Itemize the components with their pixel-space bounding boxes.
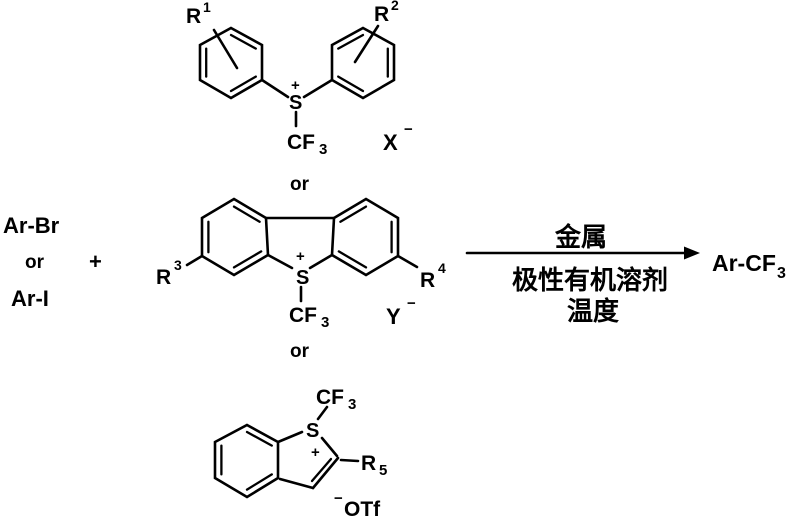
double-bond-inner <box>337 75 365 93</box>
r1-label: R <box>186 5 201 28</box>
benzothiophenium-structure: CF 3 S + R 5 − OTf <box>213 386 387 521</box>
r1-superscript: 1 <box>203 0 211 15</box>
or-separator-2: or <box>290 341 310 362</box>
r2-attachment-bond <box>353 24 380 64</box>
sulfur-c2-bond <box>320 436 339 458</box>
r2-label: R <box>374 3 389 26</box>
condition-above-arrow: 金属 <box>554 222 607 252</box>
or-separator-1: or <box>290 174 310 195</box>
triflate-minus: − <box>334 490 343 507</box>
r5-label: R <box>361 452 376 475</box>
r5-subscript: 5 <box>379 462 387 479</box>
r3-label: R <box>156 266 171 289</box>
product-label: Ar-CF <box>712 250 776 276</box>
charge-plus: + <box>296 248 305 265</box>
c3-ring-bond <box>278 477 315 490</box>
ring-sulfur-bond <box>266 253 294 270</box>
charge-plus: + <box>291 77 300 94</box>
double-bond-inner <box>229 75 257 93</box>
cf3-subscript: 3 <box>348 396 356 413</box>
charge-plus: + <box>311 444 320 461</box>
sulfur-cf3-bond <box>316 405 329 421</box>
cf3-subscript: 3 <box>321 314 329 331</box>
sulfur-label: S <box>306 420 319 442</box>
sulfur-label: S <box>289 92 302 114</box>
r4-superscript: 4 <box>438 260 446 276</box>
reaction-arrow-block: 金属 极性有机溶剂 温度 <box>465 222 700 326</box>
reactant-block: Ar-Br or Ar-I + <box>3 213 102 311</box>
benzo-ring-right <box>330 197 400 277</box>
phenyl-ring-left <box>198 26 264 100</box>
plus-sign: + <box>89 249 102 274</box>
cf3-subscript: 3 <box>319 141 327 158</box>
r4-label: R <box>420 269 435 292</box>
sulfur-label: S <box>296 267 309 289</box>
condition-below-arrow-line1: 极性有机溶剂 <box>512 265 668 295</box>
r5-bond <box>339 458 360 463</box>
product-block: Ar-CF 3 <box>712 250 786 282</box>
diaryl-sulfonium-structure: R 1 R 2 + S CF 3 X − <box>186 0 413 158</box>
benzo-ring-left <box>200 197 270 277</box>
r2-superscript: 2 <box>391 0 399 13</box>
counterion-y-label: Y <box>386 304 401 329</box>
r3-superscript: 3 <box>174 257 182 273</box>
ring-sulfur-bond <box>276 430 304 444</box>
reaction-arrow-head <box>684 246 700 260</box>
double-bond-inner <box>337 33 365 50</box>
ring-sulfur-bond <box>260 78 290 99</box>
r1-attachment-bond <box>212 28 239 70</box>
cf3-label: CF <box>289 304 317 327</box>
reactant-or-label: or <box>25 252 45 273</box>
triflate-label: OTf <box>344 498 381 521</box>
cf3-label: CF <box>287 131 315 154</box>
double-bond-inner <box>232 250 263 269</box>
dibenzothiophenium-structure: R 3 R 4 + S CF 3 Y − <box>156 197 446 331</box>
double-bond-inner <box>245 473 273 491</box>
ring-sulfur-bond <box>302 78 334 99</box>
reactant-ar-i-label: Ar-I <box>11 286 49 311</box>
double-bond-inner <box>229 33 257 50</box>
phenyl-ring-right <box>330 26 396 100</box>
counterion-x-minus: − <box>404 121 413 138</box>
double-bond-inner <box>245 430 273 447</box>
counterion-y-minus: − <box>407 295 416 312</box>
product-subscript: 3 <box>777 265 786 282</box>
r3-bond <box>185 254 204 267</box>
double-bond-inner <box>339 205 368 223</box>
double-bond-inner <box>337 250 368 269</box>
ring-sulfur-bond <box>308 253 334 270</box>
double-bond-inner <box>232 205 261 223</box>
double-bond-inner <box>310 457 333 483</box>
cf3-label: CF <box>316 386 344 409</box>
counterion-x-label: X <box>383 130 398 155</box>
condition-below-arrow-line2: 温度 <box>567 296 619 326</box>
r4-bond <box>396 254 419 269</box>
reactant-ar-br-label: Ar-Br <box>3 213 60 238</box>
benzo-ring <box>213 423 280 499</box>
c2-c3-bond <box>311 456 340 490</box>
